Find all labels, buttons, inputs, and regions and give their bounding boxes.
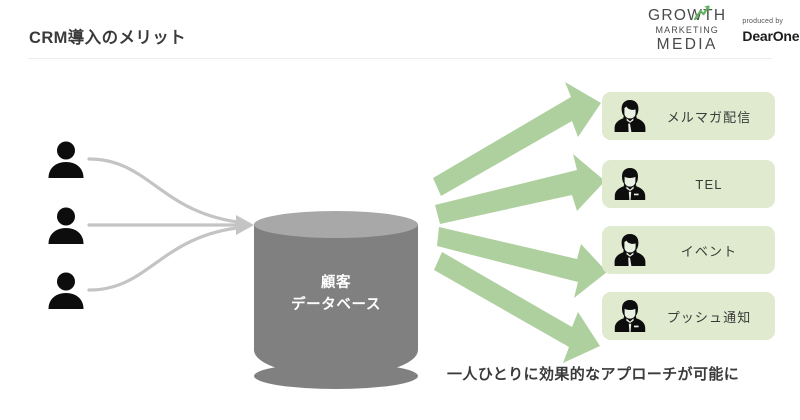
- green-growth-arrow-icon: [694, 5, 710, 20]
- brand-logo: GROWTH MARKETING MEDIA produced by DearO…: [648, 5, 800, 54]
- woman-icon: [611, 97, 649, 135]
- channel-label: TEL: [695, 176, 723, 192]
- dearone-lockup: produced by DearOne: [742, 18, 799, 43]
- output-arrow-4: [434, 252, 600, 363]
- green-output-arrows: [433, 82, 607, 363]
- source-person-3: [44, 268, 88, 312]
- input-arrowhead: [236, 215, 254, 235]
- channel-label: メルマガ配信: [666, 109, 752, 125]
- brand-line-growth: GROWTH: [648, 7, 727, 24]
- person-icon: [48, 272, 84, 309]
- channel-label: イベント: [680, 243, 738, 259]
- database-label-line2: データベース: [291, 296, 381, 313]
- output-arrow-3: [437, 227, 607, 298]
- man-icon: [611, 165, 649, 203]
- page-header: CRM導入のメリット GROWTH MARKETING MEDIA produc…: [0, 0, 800, 59]
- source-person-2: [44, 203, 88, 247]
- customer-database-cylinder: 顧客 データベース: [254, 211, 418, 389]
- channel-card-push-notification[interactable]: プッシュ通知: [602, 292, 775, 340]
- input-arrow-top: [87, 157, 247, 225]
- source-person-1: [44, 137, 88, 181]
- person-icon: [48, 207, 84, 244]
- brand-line-media: MEDIA: [656, 35, 718, 53]
- brand-line-marketing: MARKETING: [655, 24, 719, 35]
- man-icon: [611, 297, 649, 335]
- page-title: CRM導入のメリット: [29, 29, 187, 47]
- output-arrow-2: [435, 154, 605, 224]
- gray-input-arrows: [87, 157, 247, 292]
- cylinder-top-ellipse: [254, 211, 418, 238]
- summary-caption: 一人ひとりに効果的なアプローチが可能に: [447, 366, 740, 383]
- diagram-stage: 顧客 データベース メルマガ配信 TEL: [0, 59, 800, 420]
- person-icon: [48, 141, 84, 178]
- channel-card-tel[interactable]: TEL: [602, 160, 775, 208]
- channel-card-event[interactable]: イベント: [602, 226, 775, 274]
- channel-label: プッシュ通知: [666, 309, 752, 325]
- header-divider: [28, 58, 772, 59]
- database-label: 顧客 データベース: [254, 273, 418, 317]
- flow-connectors: [87, 82, 607, 363]
- woman-icon: [611, 231, 649, 269]
- channel-card-mail-magazine[interactable]: メルマガ配信: [602, 92, 775, 140]
- produced-by-label: produced by: [742, 17, 784, 25]
- growth-marketing-media-wordmark: GROWTH MARKETING MEDIA: [648, 5, 727, 53]
- input-arrow-bottom: [87, 225, 247, 292]
- output-arrow-1: [433, 82, 601, 196]
- database-label-line1: 顧客: [320, 275, 352, 291]
- cylinder-body: [254, 224, 418, 376]
- dearone-wordmark: DearOne: [742, 27, 800, 44]
